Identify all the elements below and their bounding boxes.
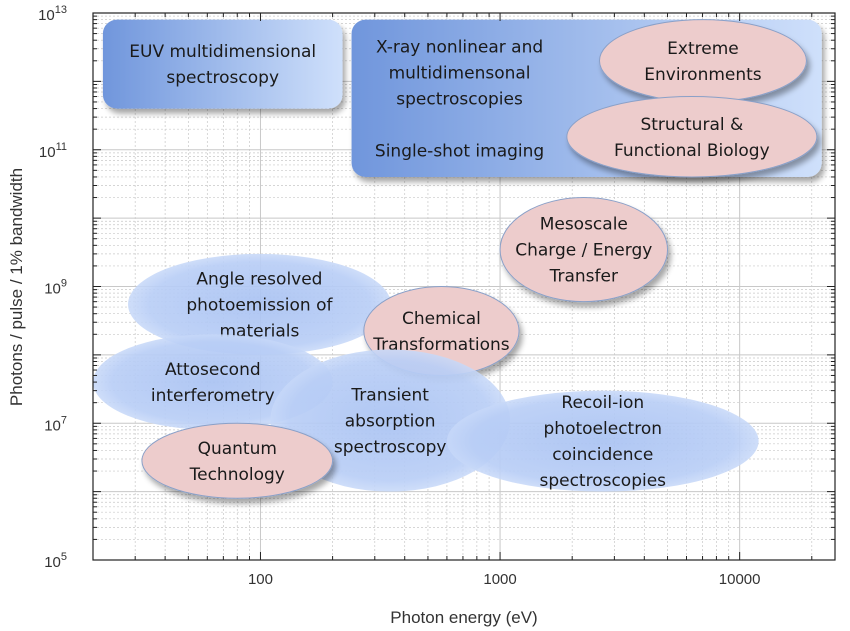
y-tick-label: 107 [44, 414, 67, 434]
region-euv-shape [102, 19, 343, 109]
y-tick-label: 1011 [39, 141, 67, 161]
region-arpes-shape [128, 253, 391, 355]
y-tick-label: 105 [44, 551, 67, 571]
region-extreme-shape [598, 19, 807, 103]
x-tick-label: 100 [248, 571, 273, 588]
y-tick-label: 1013 [38, 4, 67, 24]
y-axis-label: Photons / pulse / 1% bandwidth [7, 168, 26, 406]
y-tick-label: 109 [44, 278, 67, 298]
region-quantum-shape [141, 422, 334, 499]
region-biology-shape [566, 96, 818, 178]
x-tick-label: 10000 [719, 571, 761, 588]
region-mesoscale-shape [499, 197, 669, 303]
region-attosecond-shape [93, 334, 333, 430]
region-recoil-shape [446, 390, 759, 492]
region-biology-label: Structural &Functional Biology [614, 115, 770, 161]
ticks: 100 1000 10000 105 107 109 1011 1013 [38, 4, 835, 588]
x-axis-label: Photon energy (eV) [390, 608, 537, 627]
x-tick-label: 1000 [483, 571, 516, 588]
region-biology: Structural &Functional Biology [566, 96, 818, 178]
